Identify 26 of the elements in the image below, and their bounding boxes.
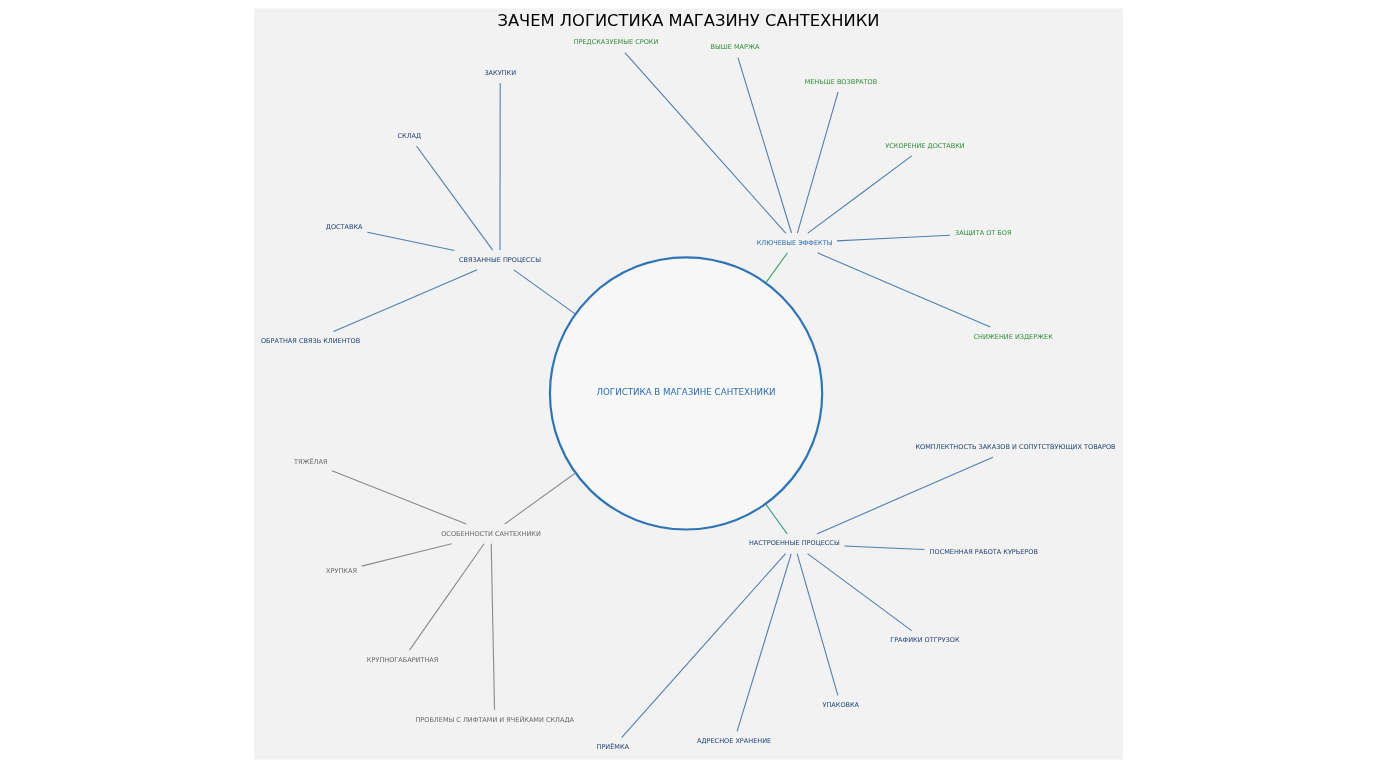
- connector: [408, 543, 485, 651]
- connector: [330, 470, 467, 525]
- connector: [835, 234, 951, 242]
- connector: [806, 155, 912, 234]
- connector: [796, 91, 839, 234]
- connector: [415, 145, 493, 251]
- connector: [620, 553, 786, 739]
- connector: [360, 543, 452, 567]
- connector: [498, 82, 501, 251]
- connector: [623, 52, 786, 234]
- connector: [503, 472, 576, 525]
- connector: [796, 553, 838, 696]
- connector: [490, 543, 495, 711]
- connector: [764, 503, 788, 535]
- connector: [736, 57, 792, 234]
- connector: [843, 545, 925, 551]
- connector: [806, 553, 912, 632]
- diagram-title: ЗАЧЕМ ЛОГИСТИКА МАГАЗИНУ САНТЕХНИКИ: [496, 10, 880, 30]
- node-circle: ЛОГИСТИКА В МАГАЗИНЕ САНТЕХНИКИ: [548, 256, 823, 531]
- connector: [764, 252, 788, 284]
- connector: [512, 269, 576, 315]
- connector: [366, 231, 455, 252]
- connector: [736, 553, 792, 732]
- connector: [816, 252, 991, 328]
- connector: [332, 269, 478, 333]
- connector: [815, 456, 993, 535]
